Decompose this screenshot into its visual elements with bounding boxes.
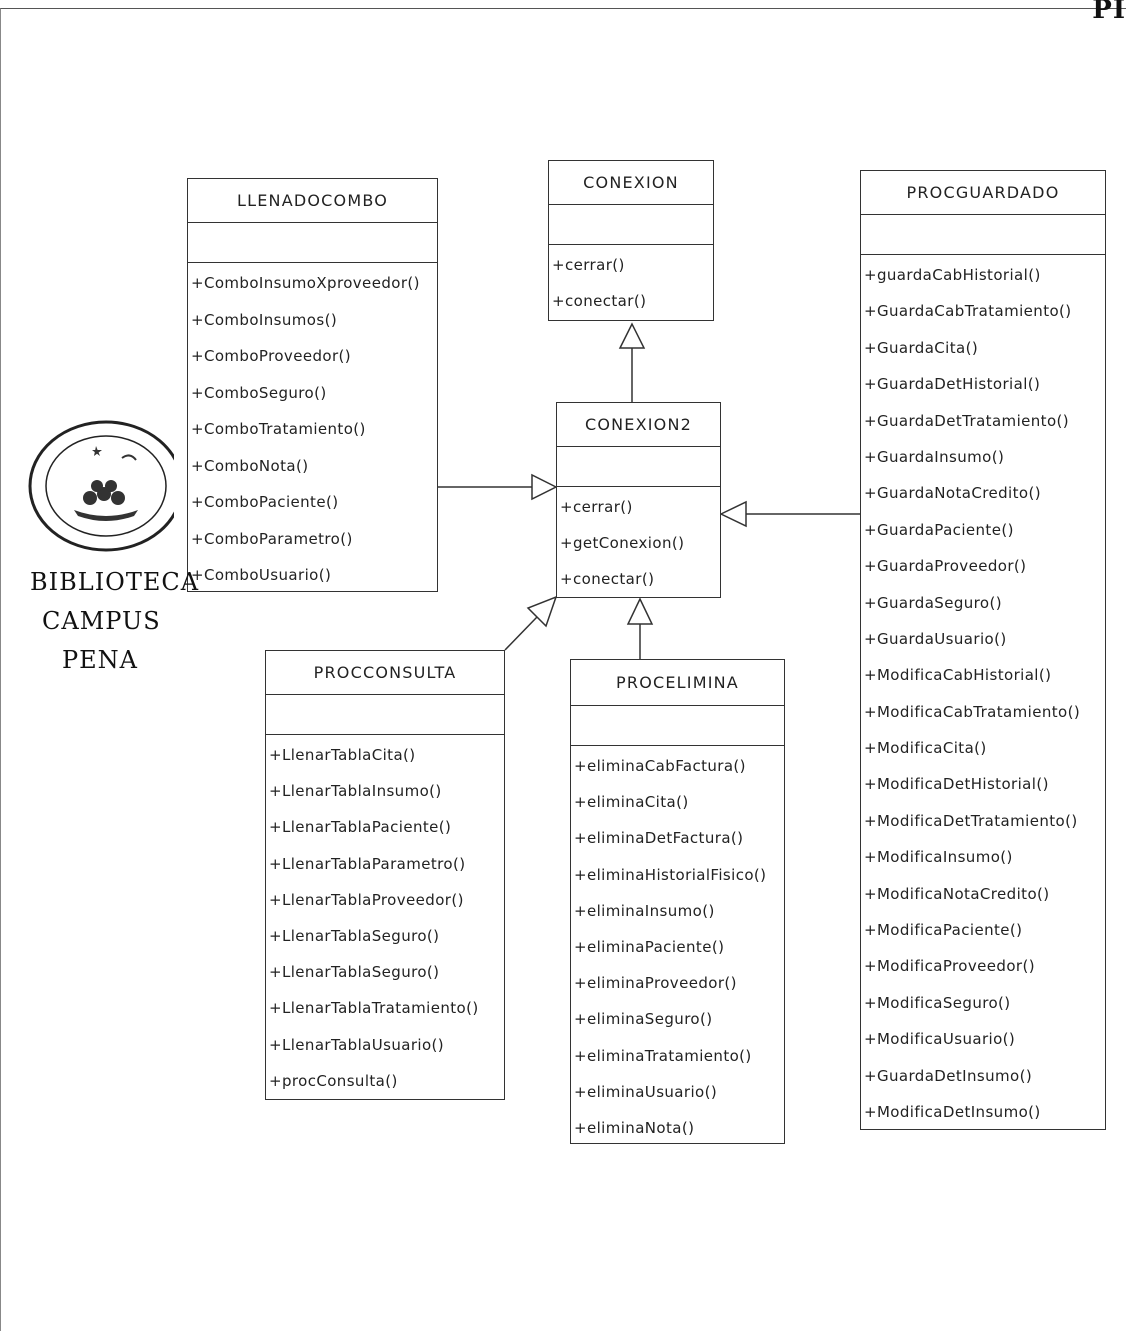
- operation: +LlenarTablaProveedor(): [269, 890, 464, 909]
- generalization-arrow-conexion2-right: [719, 500, 747, 528]
- operation: +ModificaSeguro(): [864, 993, 1011, 1012]
- class-conexion2: CONEXION2 +cerrar() +getConexion() +conect…: [556, 402, 721, 598]
- operation: +GuardaDetInsumo(): [864, 1066, 1033, 1085]
- attributes-compartment: [557, 447, 720, 487]
- operations-compartment: +cerrar() +getConexion() +conectar(): [557, 487, 720, 597]
- operation: +ModificaDetInsumo(): [864, 1102, 1041, 1121]
- operation: +LlenarTablaSeguro(): [269, 926, 440, 945]
- operation: +GuardaUsuario(): [864, 629, 1007, 648]
- generalization-arrow-conexion: [618, 322, 646, 349]
- operation: +ModificaCabHistorial(): [864, 666, 1052, 685]
- operation: +GuardaDetHistorial(): [864, 375, 1041, 394]
- operation: +ModificaPaciente(): [864, 921, 1023, 940]
- operation: +eliminaInsumo(): [574, 901, 715, 920]
- operation: +ModificaInsumo(): [864, 848, 1013, 867]
- class-procconsulta: PROCCONSULTA +LlenarTablaCita()+LlenarTa…: [265, 650, 505, 1100]
- generalization-arrow-conexion2-bottomleft: [526, 595, 558, 628]
- header-fragment: PI: [1092, 0, 1126, 25]
- operation: +LlenarTablaInsumo(): [269, 782, 442, 801]
- operation: +eliminaPaciente(): [574, 937, 725, 956]
- class-name: LLENADOCOMBO: [188, 179, 437, 223]
- operation: +LlenarTablaUsuario(): [269, 1035, 445, 1054]
- operation: +eliminaHistorialFisico(): [574, 865, 767, 884]
- operation: +eliminaCita(): [574, 793, 689, 812]
- class-procelimina: PROCELIMINA +eliminaCabFactura()+elimina…: [570, 659, 785, 1144]
- operations-compartment: +ComboInsumoXproveedor() +ComboInsumos() +…: [188, 263, 437, 594]
- attributes-compartment: [571, 706, 784, 746]
- operation: +eliminaSeguro(): [574, 1010, 713, 1029]
- stamp-line-2: CAMPUS: [42, 607, 161, 635]
- generalization-arrow-conexion2-left: [531, 473, 558, 501]
- attributes-compartment: [266, 695, 504, 735]
- operation: +eliminaUsuario(): [574, 1082, 718, 1101]
- operation: +ModificaUsuario(): [864, 1030, 1016, 1049]
- operation: +eliminaCabFactura(): [574, 757, 746, 775]
- stamp-line-3: PENA: [62, 646, 138, 674]
- operation: +eliminaDetFactura(): [574, 829, 744, 848]
- operations-compartment: +cerrar() +conectar(): [549, 245, 713, 319]
- operation: +ComboInsumos(): [191, 310, 338, 329]
- operations-compartment: +LlenarTablaCita() +LlenarTablaInsumo() +L…: [266, 735, 504, 1099]
- operation: +ComboNota(): [191, 456, 309, 475]
- operation: +GuardaSeguro(): [864, 593, 1003, 612]
- operation: +ComboParametro(): [191, 529, 353, 548]
- operation: +LlenarTablaCita(): [269, 746, 416, 764]
- operation: +guardaCabHistorial(): [864, 266, 1041, 284]
- attributes-compartment: [188, 223, 437, 263]
- relation-procconsulta-conexion2: [504, 616, 538, 651]
- operation: +ModificaCabTratamiento(): [864, 702, 1081, 721]
- class-procguardado: PROCGUARDADO +guardaCabHistorial() +Guard…: [860, 170, 1106, 1130]
- operation: +cerrar(): [552, 256, 625, 274]
- operation: +GuardaDetTratamiento(): [864, 411, 1070, 430]
- operation: +eliminaTratamiento(): [574, 1046, 752, 1065]
- class-name: PROCGUARDADO: [861, 171, 1105, 215]
- operations-compartment: +guardaCabHistorial() +GuardaCabTratamien…: [861, 255, 1105, 1130]
- class-name: PROCELIMINA: [571, 660, 784, 706]
- operation: +GuardaProveedor(): [864, 557, 1027, 576]
- operation: +GuardaCabTratamiento(): [864, 302, 1072, 321]
- operation: +ComboPaciente(): [191, 493, 339, 511]
- operation: +ModificaNotaCredito(): [864, 884, 1050, 903]
- operation: +LlenarTablaParametro(): [269, 854, 466, 873]
- operation: +ComboTratamiento(): [191, 420, 366, 438]
- operation: +LlenarTablaPaciente(): [269, 818, 452, 837]
- operation: +procConsulta(): [269, 1071, 398, 1090]
- operation: +ComboSeguro(): [191, 383, 327, 402]
- operation: +ComboInsumoXproveedor(): [191, 274, 420, 292]
- operations-compartment: +eliminaCabFactura() +eliminaCita() +elimi…: [571, 746, 784, 1146]
- operation: +ModificaDetHistorial(): [864, 775, 1049, 794]
- operation: +eliminaNota(): [574, 1118, 695, 1137]
- operation: +conectar(): [560, 570, 655, 588]
- operation: +eliminaProveedor(): [574, 974, 737, 993]
- class-name: CONEXION2: [557, 403, 720, 447]
- operation: +GuardaNotaCredito(): [864, 484, 1041, 503]
- operation: +ComboUsuario(): [191, 566, 332, 584]
- operation: +cerrar(): [560, 498, 633, 516]
- class-conexion: CONEXION +cerrar() +conectar(): [548, 160, 714, 321]
- operation: +conectar(): [552, 292, 647, 310]
- operation: +getConexion(): [560, 534, 685, 552]
- operation: +GuardaCita(): [864, 338, 979, 357]
- generalization-arrow-conexion2-bottom: [626, 597, 654, 625]
- operation: +LlenarTablaTratamiento(): [269, 999, 479, 1018]
- operation: +ComboProveedor(): [191, 347, 352, 365]
- attributes-compartment: [861, 215, 1105, 255]
- class-name: PROCCONSULTA: [266, 651, 504, 695]
- operation: +ModificaCita(): [864, 739, 987, 758]
- operation: +LlenarTablaSeguro(): [269, 963, 440, 982]
- operation: +ModificaProveedor(): [864, 957, 1035, 976]
- operation: +ModificaDetTratamiento(): [864, 811, 1078, 830]
- class-llenadocombo: LLENADOCOMBO +ComboInsumoXproveedor()+Co…: [187, 178, 438, 592]
- class-name: CONEXION: [549, 161, 713, 205]
- attributes-compartment: [549, 205, 713, 245]
- operation: +GuardaPaciente(): [864, 520, 1014, 539]
- library-seal: [28, 420, 174, 552]
- stamp-line-1: BIBLIOTECA: [30, 568, 200, 596]
- operation: +GuardaInsumo(): [864, 447, 1005, 466]
